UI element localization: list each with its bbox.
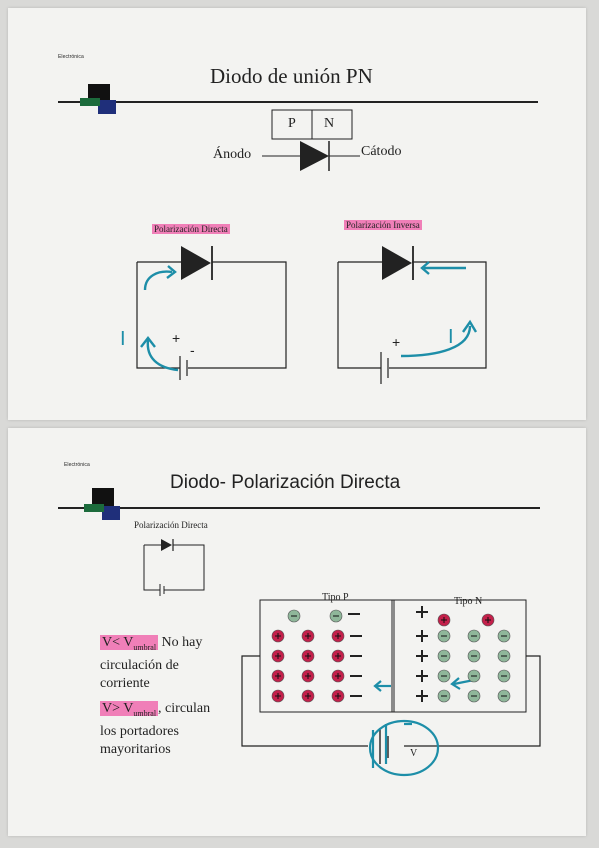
electron-carrier <box>467 669 481 683</box>
charge-carriers <box>271 606 511 703</box>
hole-carrier <box>331 689 345 703</box>
reverse-current-label: I <box>448 326 454 348</box>
logo-black-block <box>88 84 110 102</box>
forward-current-arrow-top <box>143 270 173 291</box>
forward-plus-sign: + <box>172 330 181 346</box>
forward-minus-sign: - <box>190 342 195 358</box>
hole-carrier <box>301 649 315 663</box>
electron-carrier <box>467 689 481 703</box>
tipo-p-label: Tipo P <box>322 592 349 603</box>
threshold-above-text: V> Vumbral, circulan los portadores mayo… <box>100 701 211 757</box>
hole-carrier <box>301 669 315 683</box>
pn-junction-diagram <box>262 109 360 171</box>
electron-carrier <box>497 669 511 683</box>
hole-carrier <box>301 689 315 703</box>
hole-carrier <box>271 689 285 703</box>
battery-v-label: V <box>410 748 418 759</box>
n-region-label: N <box>324 116 335 131</box>
hole-carrier <box>331 629 345 643</box>
reverse-bias-circuit <box>337 246 487 384</box>
mini-circuit-label: Polarización Directa <box>134 520 208 530</box>
anode-label: Ánodo <box>213 147 252 162</box>
cathode-label: Cátodo <box>361 144 402 159</box>
threshold-below-text: V< Vumbral No hay circulación de corrien… <box>100 635 203 691</box>
pn-carrier-diagram <box>241 599 541 777</box>
reverse-diode-symbol <box>382 246 412 280</box>
slide-header: Electrónica <box>58 54 84 60</box>
electron-carrier <box>467 649 481 663</box>
logo-black-block <box>92 488 114 508</box>
reverse-plus-sign: + <box>392 334 401 350</box>
electron-minority <box>329 609 343 623</box>
ion-charge-mark <box>416 606 428 618</box>
forward-current-arrow-left <box>146 339 179 372</box>
hole-carrier <box>271 649 285 663</box>
slide-title: Diodo- Polarización Directa <box>170 472 401 493</box>
hole-minority <box>481 613 495 627</box>
slide-logo-and-rule <box>58 84 538 114</box>
p-region-label: P <box>288 116 296 131</box>
slide-title: Diodo de unión PN <box>210 64 373 88</box>
electron-carrier <box>437 649 451 663</box>
forward-current-label: I <box>120 328 126 350</box>
logo-navy-block <box>102 506 120 520</box>
forward-bias-circuit <box>136 246 287 380</box>
hole-minority <box>437 613 451 627</box>
slide-logo-and-rule <box>58 488 540 520</box>
ion-charge-mark <box>416 690 428 702</box>
electron-carrier <box>437 689 451 703</box>
slide-diodo-union-pn: Electrónica Diodo de unión PN P N Ánodo … <box>8 8 586 420</box>
logo-green-block <box>84 504 104 512</box>
hole-carrier <box>271 669 285 683</box>
slide-polarizacion-directa: Electrónica Diodo- Polarización Directa … <box>8 428 586 836</box>
electron-carrier <box>497 629 511 643</box>
electron-carrier <box>467 629 481 643</box>
hole-carrier <box>271 629 285 643</box>
hole-carrier <box>331 669 345 683</box>
battery-circle-mark <box>368 719 440 777</box>
electron-carrier <box>497 689 511 703</box>
hole-carrier <box>301 629 315 643</box>
forward-bias-label: Polarización Directa <box>152 224 230 234</box>
electron-carrier <box>497 649 511 663</box>
reverse-bias-label: Polarización Inversa <box>344 220 422 230</box>
reverse-current-arrow-right <box>400 325 472 358</box>
mini-forward-circuit <box>143 539 205 596</box>
logo-green-block <box>80 98 100 106</box>
electron-carrier <box>437 669 451 683</box>
ion-charge-mark <box>416 650 428 662</box>
tipo-n-label: Tipo N <box>454 596 483 607</box>
electron-minority <box>287 609 301 623</box>
ion-charge-mark <box>416 670 428 682</box>
ion-charge-mark <box>416 630 428 642</box>
logo-navy-block <box>98 100 116 114</box>
forward-diode-symbol <box>181 246 211 280</box>
slide-header: Electrónica <box>64 462 90 468</box>
diode-symbol <box>300 141 329 171</box>
hole-carrier <box>331 649 345 663</box>
electron-carrier <box>437 629 451 643</box>
